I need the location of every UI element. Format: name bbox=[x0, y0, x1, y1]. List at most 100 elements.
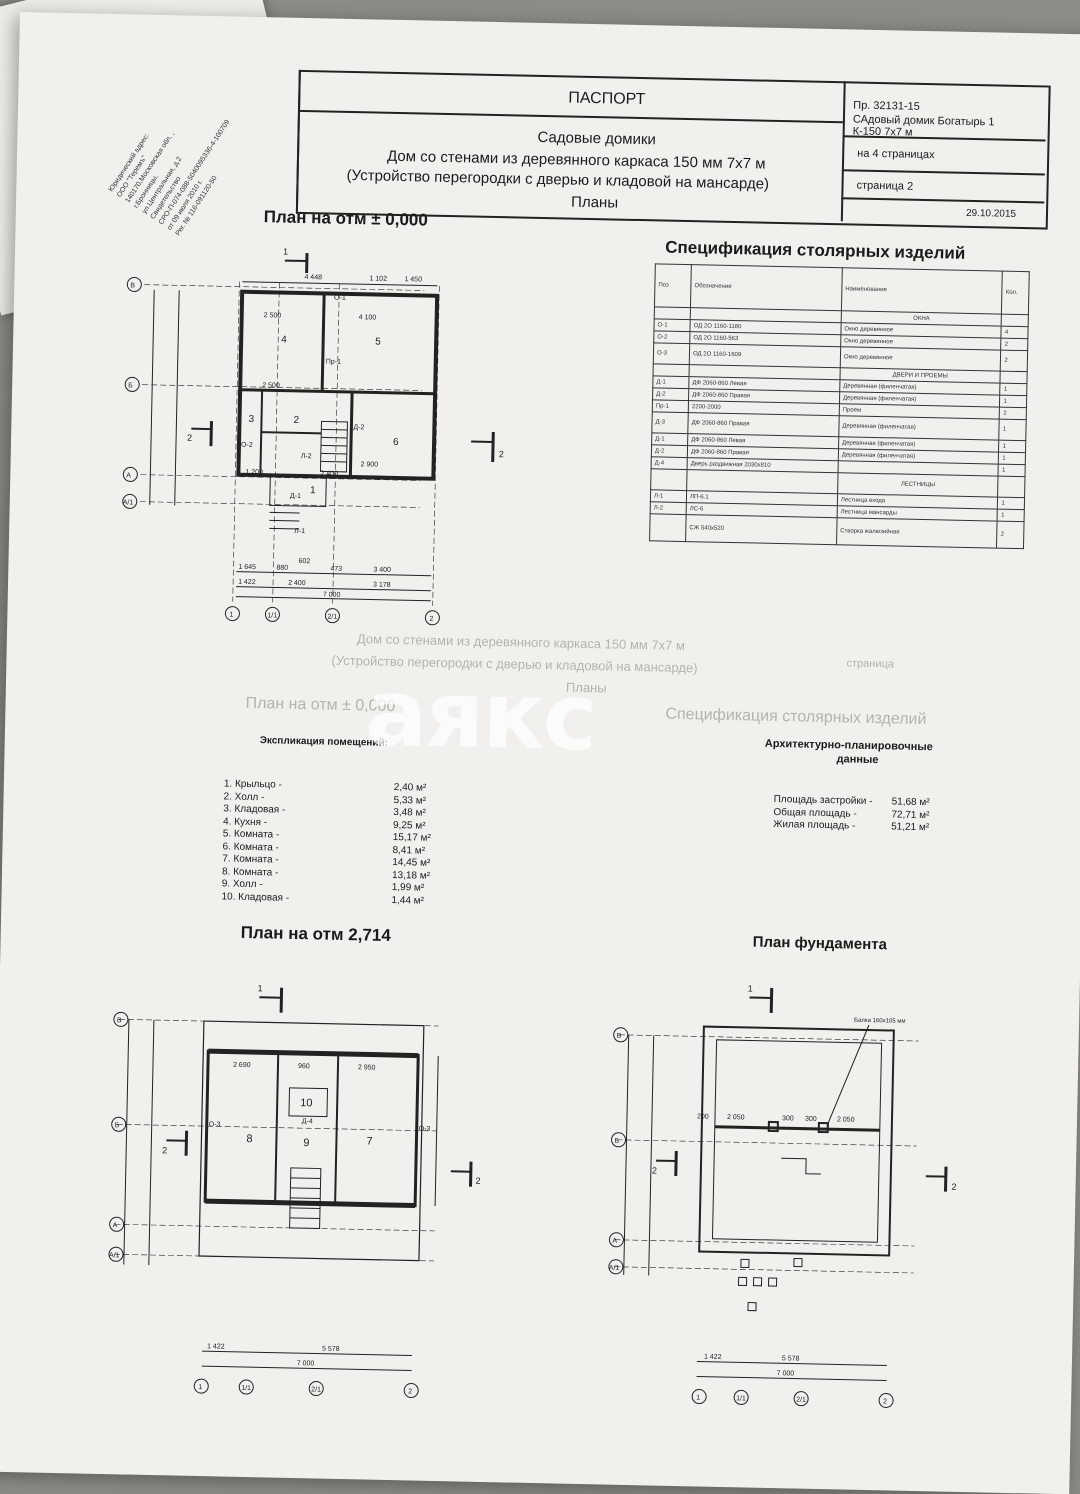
room-number: 9 bbox=[303, 1137, 309, 1149]
room-number: 8 bbox=[246, 1133, 252, 1145]
axis-label: 2/1 bbox=[796, 1397, 806, 1404]
plan-label: О-3 bbox=[209, 1121, 221, 1128]
room-area: 9,25 м² bbox=[393, 819, 426, 832]
table-cell: Д-2 bbox=[651, 445, 687, 458]
table-header: Наименование bbox=[841, 268, 1002, 314]
arch-title: Архитектурно-планировочные bbox=[765, 738, 933, 754]
plan2714-title: План на отм 2,714 bbox=[241, 923, 391, 946]
table-cell: 2 bbox=[1001, 338, 1028, 351]
beam-label: Балка 160х105 мм bbox=[854, 1018, 906, 1025]
dim-label: 1 422 bbox=[704, 1354, 722, 1361]
table-cell bbox=[654, 307, 690, 320]
dim-label: 200 bbox=[697, 1113, 709, 1120]
dim-label: 7 000 bbox=[777, 1370, 795, 1377]
dim-label: 3 178 bbox=[373, 582, 391, 589]
ghost-line: Спецификация столярных изделий bbox=[665, 706, 926, 729]
table-cell: 2 bbox=[1000, 407, 1027, 420]
ghost-line: страница bbox=[846, 657, 894, 670]
room-area: 13,18 м² bbox=[392, 869, 430, 882]
axis-label: В bbox=[617, 1033, 622, 1040]
ghost-line: Дом со стенами из деревянного каркаса 15… bbox=[357, 631, 685, 653]
plan-label: Л-2 bbox=[301, 453, 312, 460]
axis-label: Б bbox=[614, 1138, 619, 1145]
table-cell: Д-2 bbox=[653, 388, 689, 401]
axis-label: 2/1 bbox=[327, 614, 337, 621]
table-cell: 4 bbox=[1001, 326, 1028, 339]
room-area: 15,17 м² bbox=[393, 832, 431, 845]
room-name: 2. Холл bbox=[224, 791, 259, 803]
room-area: 3,48 м² bbox=[393, 807, 426, 820]
room-name: 7. Комната bbox=[222, 853, 273, 865]
axis-label: 1 bbox=[198, 1384, 202, 1391]
section-label: 2 bbox=[951, 1182, 956, 1192]
dim-label: 1 450 bbox=[404, 276, 422, 283]
table-cell: Створка жалюзийная bbox=[836, 518, 997, 548]
dim-label: 2 690 bbox=[233, 1062, 251, 1069]
plan-label: О-1 bbox=[334, 295, 346, 302]
spec-table: Поз Обозначение Наименование Кол. ОКНА О… bbox=[649, 263, 1030, 549]
dim-label: 3 400 bbox=[373, 567, 391, 574]
dim-label: 1 645 bbox=[238, 564, 256, 571]
dim-label: 2 050 bbox=[837, 1116, 855, 1123]
axis-label: 1/1 bbox=[267, 612, 277, 619]
dim-label: 5 578 bbox=[782, 1355, 800, 1362]
foundation-drawing: В Б А А/1 1 1/1 2/1 2 Балка 160х105 мм 2… bbox=[591, 974, 960, 1421]
table-cell: 1 bbox=[999, 452, 1026, 465]
table-cell bbox=[998, 476, 1025, 498]
arch-label: Жилая площадь - bbox=[773, 819, 855, 832]
table-cell: 1 bbox=[997, 509, 1024, 522]
plan-label: Л-1 bbox=[294, 528, 305, 535]
room-number: 1 bbox=[310, 485, 316, 496]
table-cell: Д-1 bbox=[653, 376, 689, 389]
axis-label: В bbox=[117, 1017, 122, 1024]
axis-label: 1 bbox=[696, 1394, 700, 1401]
room-area: 8,41 м² bbox=[392, 844, 425, 857]
dim-label: 5 578 bbox=[322, 1346, 340, 1353]
section-label: 2 bbox=[162, 1145, 167, 1155]
dim-label: 1 200 bbox=[245, 469, 263, 476]
dim-label: 7 000 bbox=[323, 591, 341, 598]
axis-label: 1/1 bbox=[736, 1395, 746, 1402]
axis-label: 1 bbox=[229, 612, 233, 619]
page-number: страница 2 bbox=[856, 180, 913, 193]
room-name: 8. Комната bbox=[222, 866, 273, 878]
table-header: Кол. bbox=[1002, 271, 1029, 315]
project-number: Пр. 32131-15 bbox=[853, 99, 920, 112]
dim-label: 1 422 bbox=[207, 1343, 225, 1350]
room-name: 4. Кухня bbox=[223, 816, 261, 828]
dim-label: 4 100 bbox=[359, 314, 377, 321]
plan2714-drawing: В Б А А/1 1 1/1 2/1 2 8 9 7 10 2 690 960… bbox=[91, 964, 460, 1411]
title-line4: Планы bbox=[571, 194, 618, 212]
arch-value: 51,21 м² bbox=[891, 821, 929, 834]
table-cell: Пр-1 bbox=[652, 400, 688, 413]
table-header: Обозначение bbox=[691, 265, 843, 311]
section-label: 1 bbox=[258, 983, 263, 993]
table-cell bbox=[650, 514, 687, 542]
room-name: 10. Кладовая bbox=[221, 891, 283, 903]
axis-label: А bbox=[612, 1238, 617, 1245]
section-label: 1 bbox=[748, 983, 753, 993]
room-name: 5. Комната bbox=[223, 828, 274, 840]
table-cell: СЖ 540х520 bbox=[686, 515, 837, 545]
table-cell: Д-3 bbox=[652, 412, 688, 434]
room-number: 2 bbox=[293, 415, 299, 426]
room-area: 2,40 м² bbox=[394, 782, 427, 795]
project-code: К-150 7х7 м bbox=[853, 125, 913, 138]
dim-label: 880 bbox=[276, 564, 288, 571]
room-number: 3 bbox=[248, 414, 254, 425]
arch-value: 72,71 м² bbox=[891, 809, 929, 822]
axis-label: 2 bbox=[429, 616, 433, 623]
section-label: 2 bbox=[652, 1165, 657, 1175]
watermark-logo: аякс bbox=[364, 659, 596, 771]
axis-label: А/1 bbox=[109, 1252, 120, 1259]
plan-label: Д-4 bbox=[302, 1118, 313, 1125]
dim-label: 2 400 bbox=[320, 470, 338, 477]
table-cell: 1 bbox=[999, 419, 1026, 441]
room-area: 1,44 м² bbox=[391, 894, 424, 907]
axis-label: А bbox=[113, 1222, 118, 1229]
arch-label: Общая площадь - bbox=[773, 806, 857, 819]
table-cell: 1 bbox=[1000, 395, 1027, 408]
dim-label: 2 400 bbox=[288, 580, 306, 587]
room-number: 10 bbox=[300, 1097, 312, 1109]
dim-label: 960 bbox=[298, 1063, 310, 1070]
